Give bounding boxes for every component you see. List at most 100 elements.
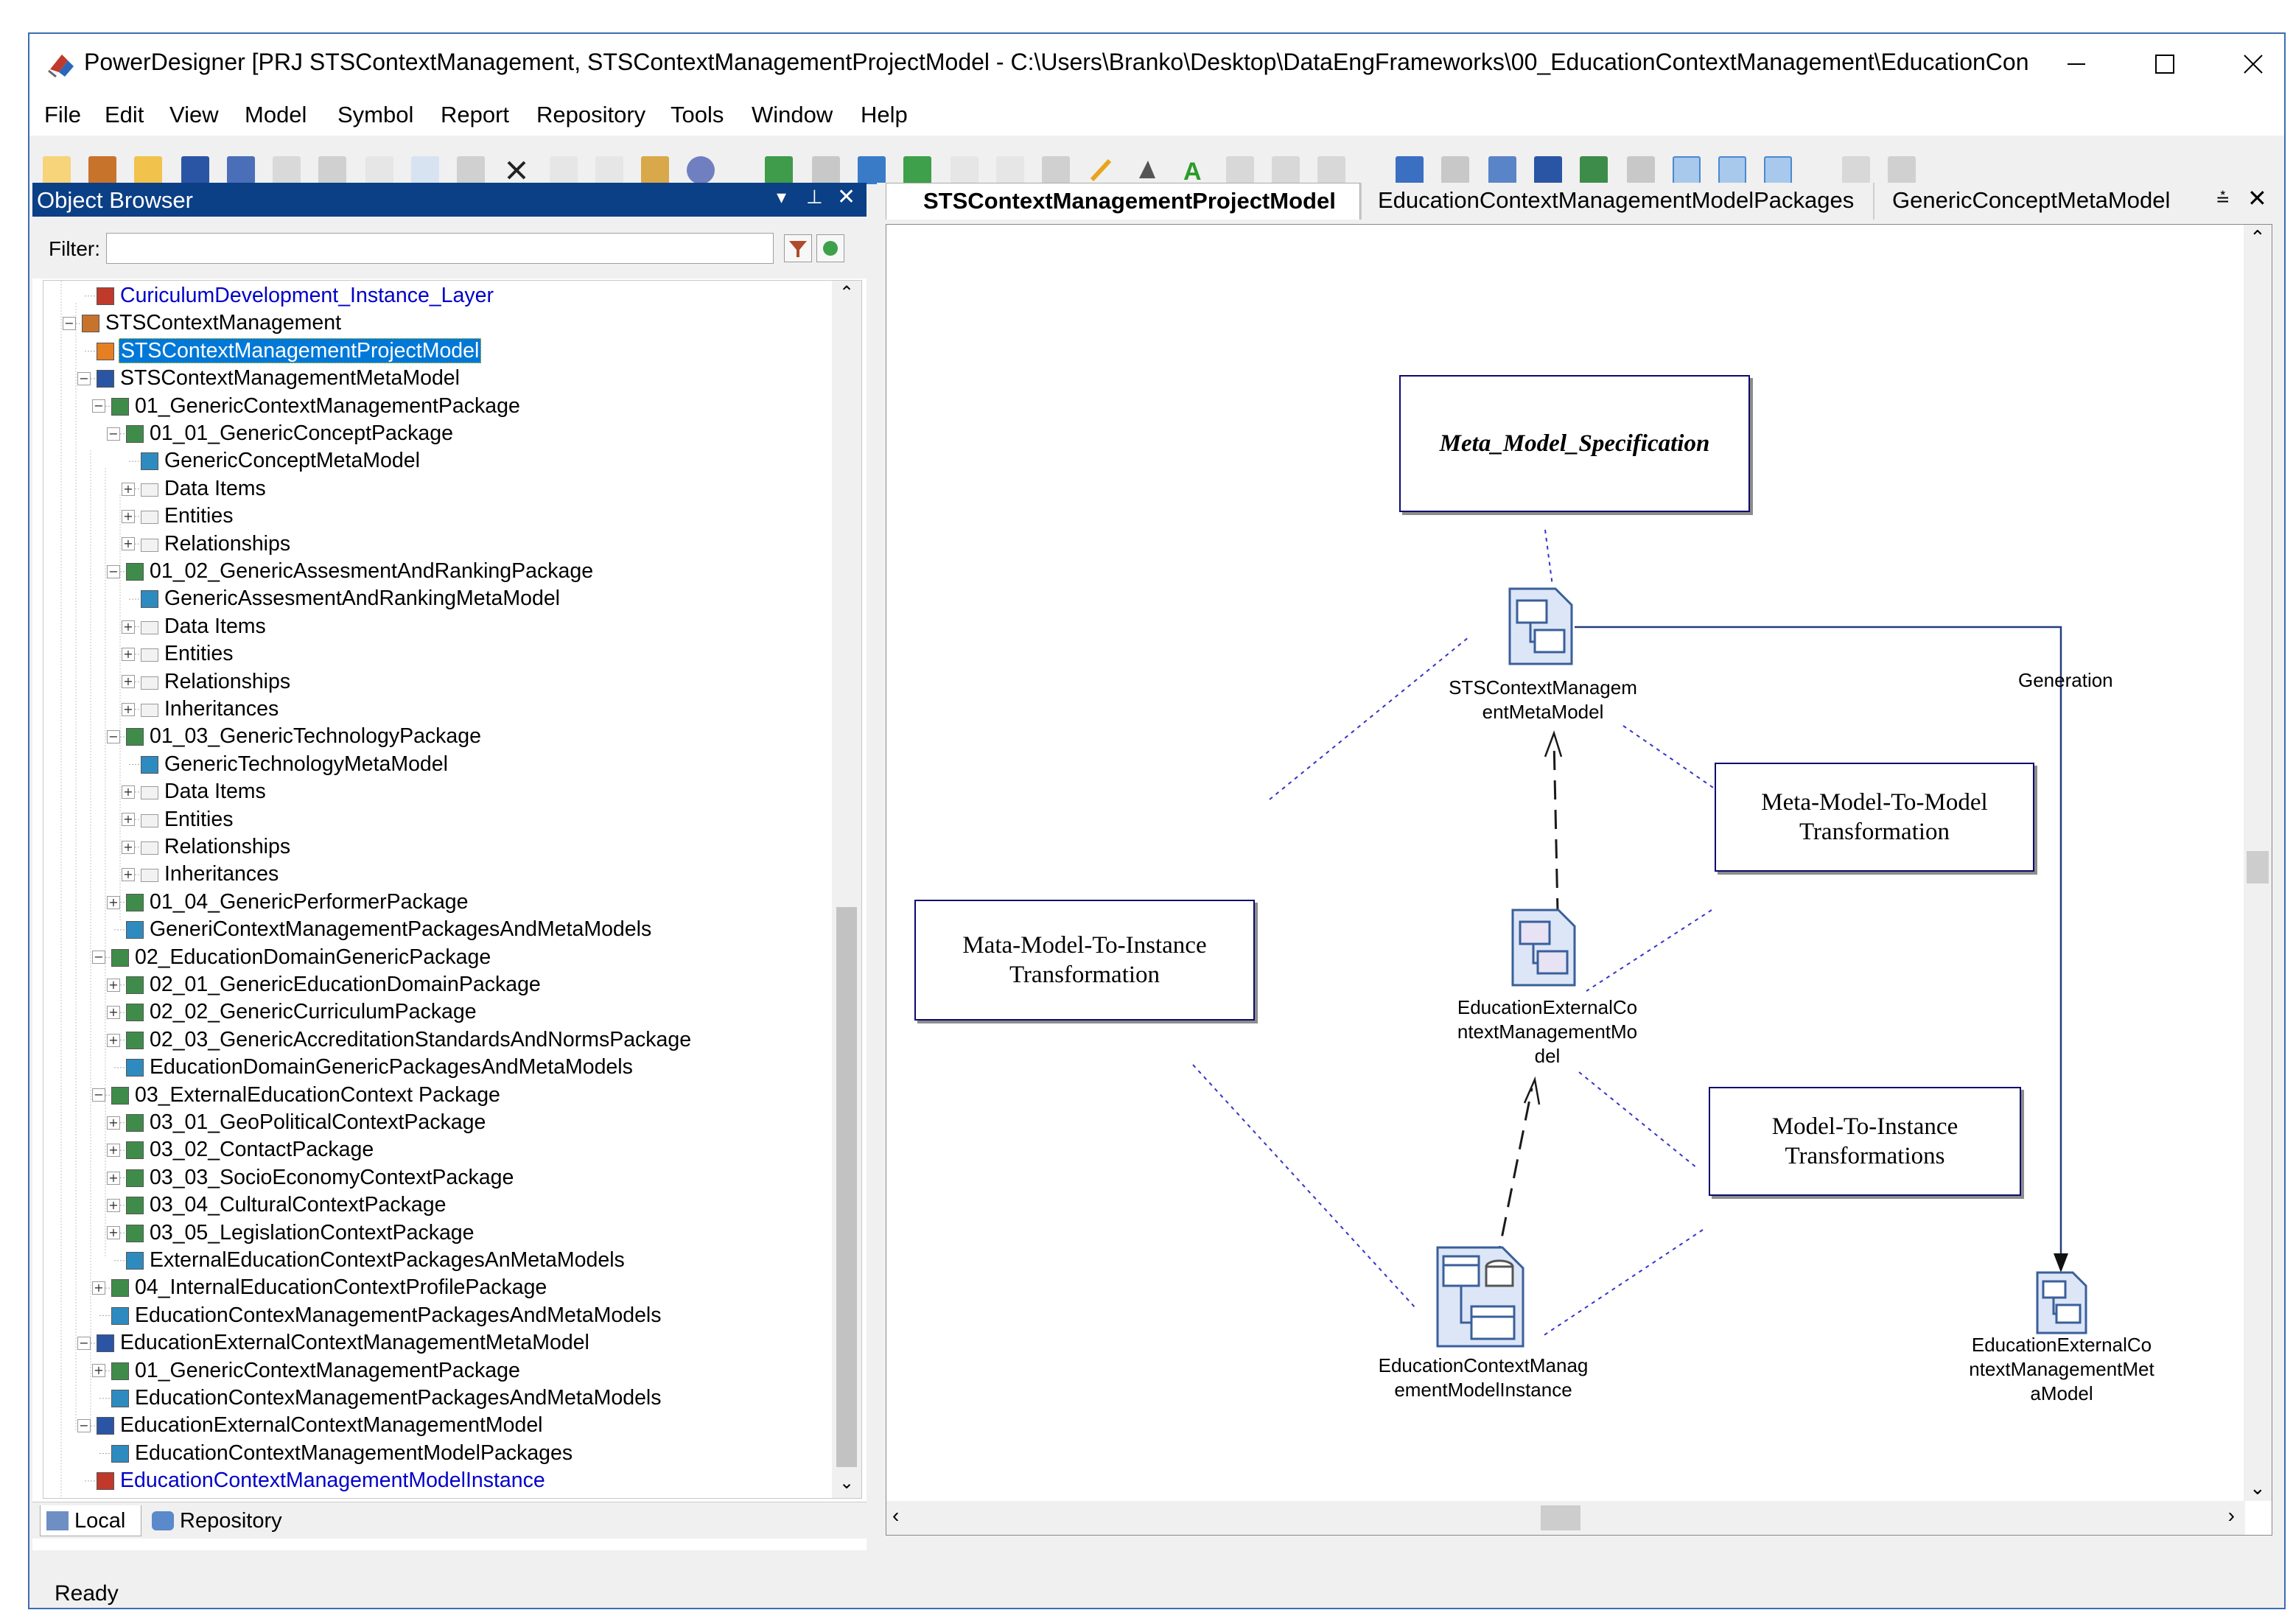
tree-item[interactable]: EducationDomainGenericPackagesAndMetaMod…	[126, 1054, 634, 1081]
impact-icon[interactable]	[951, 156, 979, 184]
split-icon[interactable]	[1534, 156, 1562, 184]
link-mti-note-to-model[interactable]	[1578, 1071, 1698, 1169]
meta-model-icon[interactable]	[1504, 586, 1582, 668]
link-spec-to-meta[interactable]	[1544, 529, 1553, 587]
tree-item[interactable]: Entities	[141, 503, 234, 530]
expand-icon[interactable]: +	[107, 1198, 120, 1212]
tree-item[interactable]: Relationships	[141, 833, 292, 861]
collapse-icon[interactable]: −	[92, 951, 105, 965]
result-list-icon[interactable]	[1764, 156, 1792, 184]
tree-item[interactable]: 04_InternalEducationContextProfilePackag…	[111, 1274, 548, 1301]
tree-item[interactable]: Entities	[141, 640, 234, 668]
save-icon[interactable]	[181, 156, 209, 184]
scroll-up-icon[interactable]: ⌃	[2250, 226, 2266, 248]
tree-item[interactable]: STSContextManagementMetaModel	[97, 365, 461, 392]
tree-scroll-thumb[interactable]	[836, 907, 857, 1467]
canvas-vertical-scrollbar[interactable]: ⌃ ⌄	[2244, 225, 2272, 1501]
tree-item[interactable]: 01_01_GenericConceptPackage	[126, 420, 455, 447]
tab-local[interactable]: Local	[40, 1505, 141, 1536]
save-all-icon[interactable]	[227, 156, 255, 184]
expand-icon[interactable]: +	[107, 1006, 120, 1020]
expand-icon[interactable]: +	[92, 1281, 105, 1295]
tree-item[interactable]: 03_05_LegislationContextPackage	[126, 1219, 476, 1247]
tree-item[interactable]: Inheritances	[141, 861, 280, 888]
tab-list-icon[interactable]: ⩮	[2216, 186, 2230, 210]
link-instance-note-to-instance[interactable]	[1192, 1064, 1416, 1309]
apply-filter-icon[interactable]	[816, 234, 844, 262]
expand-icon[interactable]: +	[122, 785, 135, 799]
link-mti-note-to-instance[interactable]	[1540, 1229, 1704, 1338]
tab-sts-project-model[interactable]: STSContextManagementProjectModel	[886, 183, 1360, 220]
close-tab-icon[interactable]: ✕	[2247, 185, 2267, 211]
diagram-canvas[interactable]: Meta_Model_Specification Meta-Model-To-M…	[886, 224, 2272, 1536]
zoom-icon[interactable]	[1842, 156, 1870, 184]
cut-icon[interactable]	[365, 156, 393, 184]
back-icon[interactable]	[1272, 156, 1300, 184]
minimize-button[interactable]	[2032, 40, 2121, 88]
collapse-icon[interactable]: −	[107, 427, 120, 441]
tree-item[interactable]: 02_EducationDomainGenericPackage	[111, 944, 492, 971]
expand-icon[interactable]: +	[122, 702, 135, 716]
expand-icon[interactable]: +	[107, 1144, 120, 1158]
tree-item[interactable]: 03_ExternalEducationContext Package	[111, 1082, 502, 1109]
redo-icon[interactable]	[595, 156, 623, 184]
expand-icon[interactable]: +	[107, 1226, 120, 1240]
layout-icon[interactable]	[1441, 156, 1469, 184]
collapse-icon[interactable]: −	[92, 399, 105, 413]
link-mtm-note-to-meta[interactable]	[1622, 725, 1718, 791]
new-icon[interactable]	[43, 156, 71, 184]
undo-icon[interactable]	[550, 156, 578, 184]
tree-item[interactable]: CuriculumDevelopment_Instance_Layer	[97, 282, 495, 309]
tree-item[interactable]: Relationships	[141, 668, 292, 696]
tree-item[interactable]: 01_03_GenericTechnologyPackage	[126, 723, 483, 750]
expand-icon[interactable]: +	[107, 1033, 120, 1047]
expand-icon[interactable]: +	[122, 813, 135, 827]
tree-item[interactable]: 02_01_GenericEducationDomainPackage	[126, 971, 542, 998]
expand-icon[interactable]: +	[122, 647, 135, 661]
expand-icon[interactable]: +	[107, 1171, 120, 1185]
menu-tools[interactable]: Tools	[671, 102, 724, 127]
open-icon[interactable]	[134, 156, 162, 184]
output-toggle-icon[interactable]	[1718, 156, 1746, 184]
panel-menu-icon[interactable]: ▾	[777, 186, 787, 208]
print-preview-icon[interactable]	[273, 156, 301, 184]
expand-icon[interactable]: +	[122, 868, 135, 882]
collapse-icon[interactable]: −	[77, 1419, 91, 1433]
expand-icon[interactable]: +	[122, 509, 135, 523]
external-meta-model-icon[interactable]	[2033, 1270, 2092, 1336]
tab-generic-concept-meta-model[interactable]: GenericConceptMetaModel	[1873, 183, 2184, 220]
expand-icon[interactable]: +	[92, 1364, 105, 1378]
scroll-down-icon[interactable]: ⌄	[839, 1473, 855, 1493]
tree-item[interactable]: 01_04_GenericPerformerPackage	[126, 889, 470, 916]
collapse-icon[interactable]: −	[63, 317, 76, 331]
menu-file[interactable]: File	[44, 102, 81, 127]
tree-item[interactable]: ExternalEducationContextPackagesAnMetaMo…	[126, 1247, 626, 1274]
collapse-icon[interactable]: −	[77, 1336, 91, 1350]
tree-item[interactable]: Relationships	[141, 531, 292, 558]
note-meta-model-to-model[interactable]: Meta-Model-To-Model Transformation	[1715, 763, 2034, 872]
pen-icon[interactable]	[1088, 156, 1116, 184]
tasks-icon[interactable]	[1627, 156, 1655, 184]
canvas-hscroll-thumb[interactable]	[1541, 1505, 1580, 1530]
tree-item[interactable]: EducationContextManagementModelInstance	[97, 1467, 547, 1494]
browser-toggle-icon[interactable]	[1673, 156, 1701, 184]
tree-item[interactable]: 02_02_GenericCurriculumPackage	[126, 998, 478, 1026]
note-model-to-instance[interactable]: Model-To-Instance Transformations	[1709, 1087, 2021, 1196]
check-model-icon[interactable]	[687, 156, 715, 184]
fill-icon[interactable]	[1133, 156, 1161, 184]
expand-icon[interactable]: +	[122, 482, 135, 496]
tree-item[interactable]: GenericAssesmentAndRankingMetaModel	[141, 585, 561, 612]
tree-item[interactable]: GeneriContextManagementPackagesAndMetaMo…	[126, 916, 653, 943]
tree-item[interactable]: EducationContexManagementPackagesAndMeta…	[111, 1302, 663, 1329]
scroll-right-icon[interactable]: ›	[2227, 1504, 2235, 1527]
properties-icon[interactable]	[641, 156, 669, 184]
model-icon[interactable]	[1507, 907, 1585, 990]
link-mtm-note-to-model[interactable]	[1586, 909, 1712, 992]
shape-icon[interactable]	[996, 156, 1024, 184]
tree-item[interactable]: Data Items	[141, 613, 267, 640]
tree-item[interactable]: 03_04_CulturalContextPackage	[126, 1191, 447, 1219]
generation-link[interactable]	[1575, 626, 2062, 1270]
merge-icon[interactable]	[858, 156, 886, 184]
expand-icon[interactable]: +	[122, 537, 135, 551]
menu-symbol[interactable]: Symbol	[337, 102, 414, 127]
